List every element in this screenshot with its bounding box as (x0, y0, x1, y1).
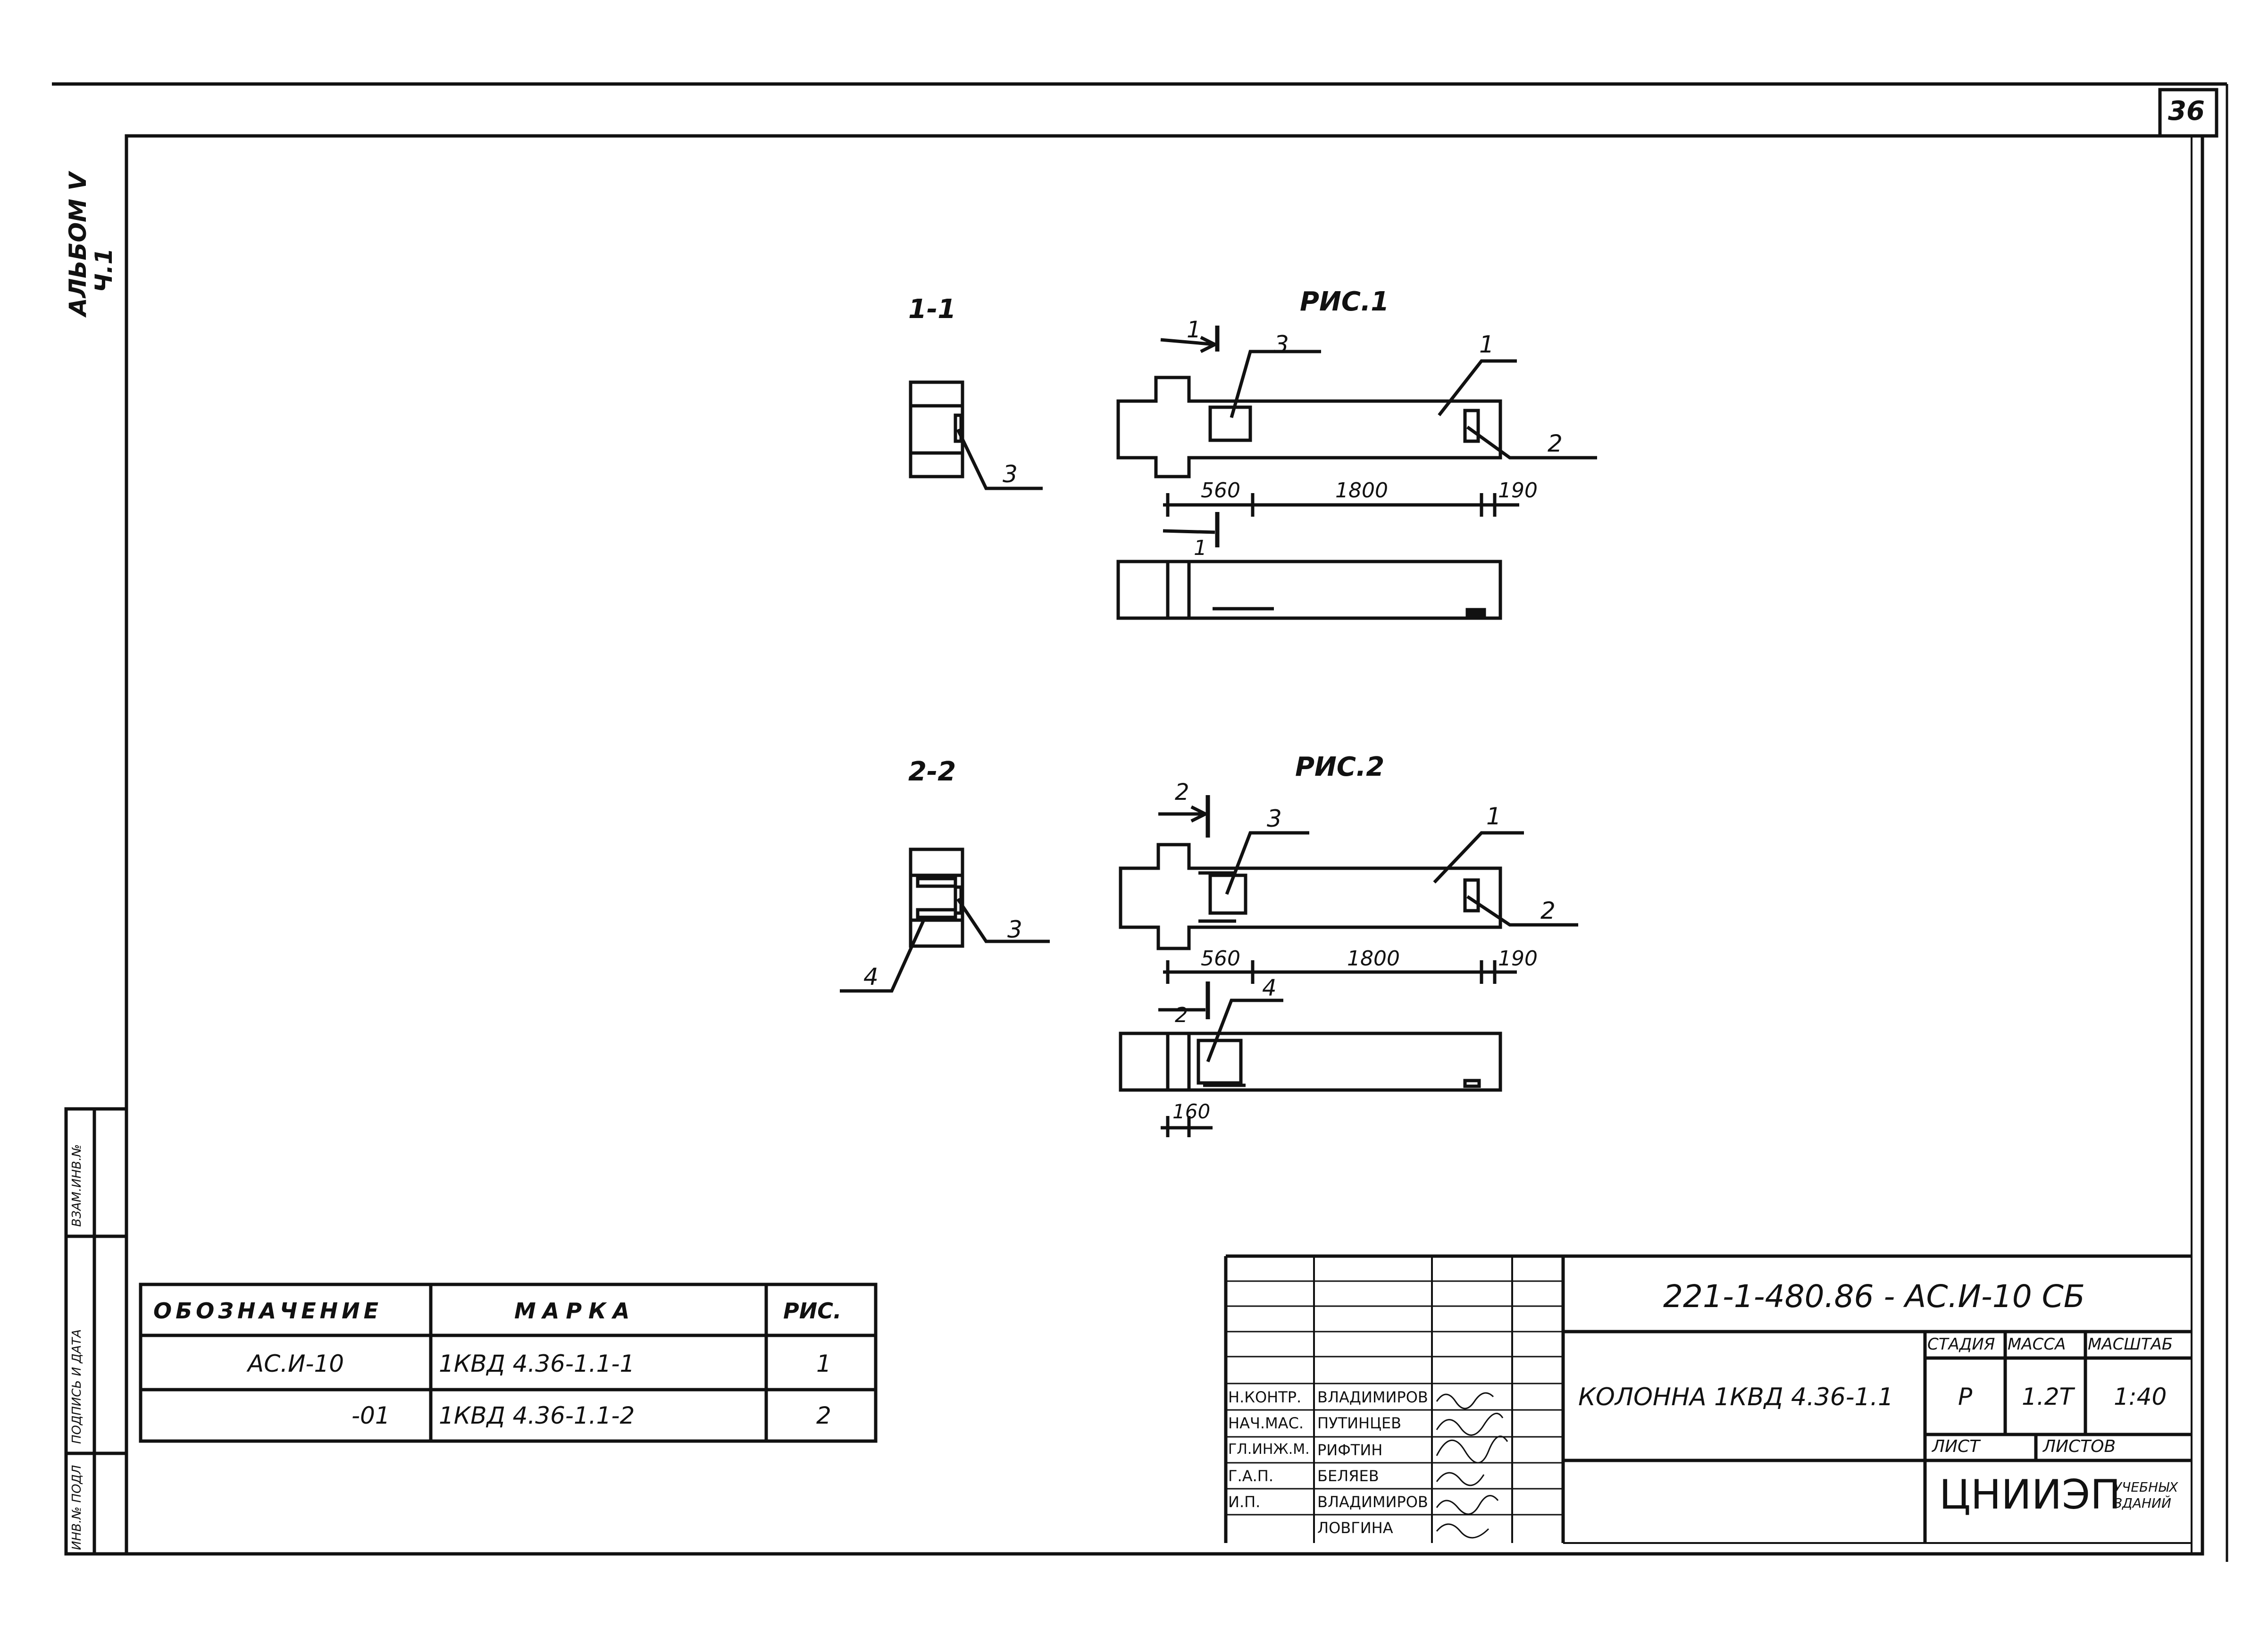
album-part: Ч.1 (90, 248, 117, 293)
album-label: АЛЬБОМ V (64, 172, 92, 316)
signature-name-1: ВЛАДИМИРОВ (1317, 1388, 1428, 1406)
fig2-callout-4: 4 (1262, 975, 1277, 1001)
side-stamp-replacement: ВЗАМ.ИНВ.№ (70, 1144, 84, 1227)
signature-4 (1436, 1472, 1485, 1486)
spec-row1-mark: 1КВД 4.36-1.1-1 (439, 1350, 635, 1377)
side-stamp-box (64, 1107, 128, 1556)
spec-row2-designation: -01 (351, 1402, 390, 1429)
scale-value: 1:40 (2114, 1383, 2167, 1410)
fig1-cut-mark-top: 1 (1187, 317, 1201, 343)
fig2-callout-3: 3 (1267, 805, 1282, 832)
fig2-title: РИС.2 (1295, 752, 1385, 782)
signature-2 (1436, 1413, 1504, 1436)
stage-value: Р (1958, 1383, 1973, 1410)
fig2-dim-560: 560 (1201, 947, 1240, 971)
sheet-number: 36 (2168, 96, 2205, 126)
fig1-plan-outline (1116, 376, 1502, 478)
signature-1 (1436, 1392, 1494, 1409)
sheet-number-box (2158, 88, 2218, 138)
sheets-header: ЛИСТОВ (2043, 1437, 2116, 1456)
fig2-plan-outline (1119, 843, 1502, 950)
fig1-dim-190: 190 (1498, 478, 1538, 503)
signature-name-5: ВЛАДИМИРОВ (1317, 1493, 1428, 1511)
fig2-callout-2: 2 (1540, 897, 1556, 924)
drawing-frame (125, 134, 2204, 1556)
signature-role-2: НАЧ.МАС. (1228, 1414, 1304, 1432)
section-1-1-label: 1-1 (908, 294, 956, 325)
signature-name-2: ПУТИНЦЕВ (1317, 1414, 1402, 1432)
stage-header: СТАДИЯ (1927, 1335, 1995, 1354)
fig2-dim-1800: 1800 (1347, 947, 1400, 971)
spec-row1-designation: АС.И-10 (248, 1350, 344, 1377)
side-stamp-signature-date: ПОДПИСЬ И ДАТА (70, 1329, 84, 1444)
fig2-elevation-outline (1119, 1032, 1502, 1092)
signature-name-3: РИФТИН (1317, 1441, 1383, 1459)
mass-value: 1.2Т (2022, 1383, 2074, 1410)
signature-name-6: ЛОВГИНА (1317, 1519, 1393, 1537)
spec-row1-figure: 1 (816, 1350, 831, 1377)
sheet-header: ЛИСТ (1932, 1437, 1980, 1456)
mass-header: МАССА (2008, 1335, 2066, 1354)
fig1-dim-560: 560 (1201, 478, 1240, 503)
fig2-dim-190: 190 (1498, 947, 1538, 971)
document-code: 221-1-480.86 - АС.И-10 СБ (1663, 1278, 2085, 1315)
signature-5 (1436, 1495, 1499, 1515)
spec-row2-mark: 1КВД 4.36-1.1-2 (439, 1402, 635, 1429)
signature-role-5: И.П. (1228, 1493, 1261, 1511)
fig2-callout-1: 1 (1486, 803, 1501, 830)
spec-header-designation: ОБОЗНАЧЕНИЕ (153, 1298, 383, 1324)
section-1-callout-3: 3 (1003, 461, 1018, 488)
organization-sub: УЧЕБНЫХ ЗДАНИЙ (2114, 1479, 2178, 1511)
fig2-cut-mark-bottom: 2 (1175, 1003, 1188, 1027)
scale-header: МАСШТАБ (2088, 1335, 2173, 1354)
spec-header-figure: РИС. (783, 1298, 842, 1324)
signature-name-4: БЕЛЯЕВ (1317, 1467, 1379, 1485)
fig1-callout-2: 2 (1548, 430, 1563, 457)
fig2-cut-mark-top: 2 (1175, 779, 1189, 805)
side-stamp-original-number: ИНВ.№ ПОДЛ (70, 1465, 84, 1550)
section-2-callout-3: 3 (1007, 916, 1022, 943)
signature-role-1: Н.КОНТР. (1228, 1388, 1302, 1406)
spec-header-mark: МАРКА (514, 1298, 636, 1324)
signature-role-4: Г.А.П. (1228, 1467, 1273, 1485)
spec-table-border (139, 1283, 878, 1443)
fig1-dim-1800: 1800 (1335, 478, 1388, 503)
fig2-dim-160: 160 (1172, 1100, 1211, 1123)
organization-name: ЦНИИЭП (1939, 1471, 2121, 1518)
fig1-callout-1: 1 (1479, 331, 1494, 358)
spec-row2-figure: 2 (816, 1402, 831, 1429)
fig1-elevation-outline (1116, 560, 1502, 620)
signature-6 (1436, 1523, 1490, 1539)
signature-role-3: ГЛ.ИНЖ.М. (1228, 1441, 1310, 1458)
section-2-callout-4: 4 (863, 963, 879, 990)
section-2-2-label: 2-2 (908, 756, 956, 787)
fig1-cut-mark-bottom: 1 (1194, 536, 1207, 560)
signature-3 (1436, 1435, 1508, 1464)
fig1-callout-3: 3 (1274, 331, 1289, 358)
fig1-title: РИС.1 (1300, 286, 1389, 317)
item-name: КОЛОННА 1КВД 4.36-1.1 (1578, 1383, 1894, 1411)
